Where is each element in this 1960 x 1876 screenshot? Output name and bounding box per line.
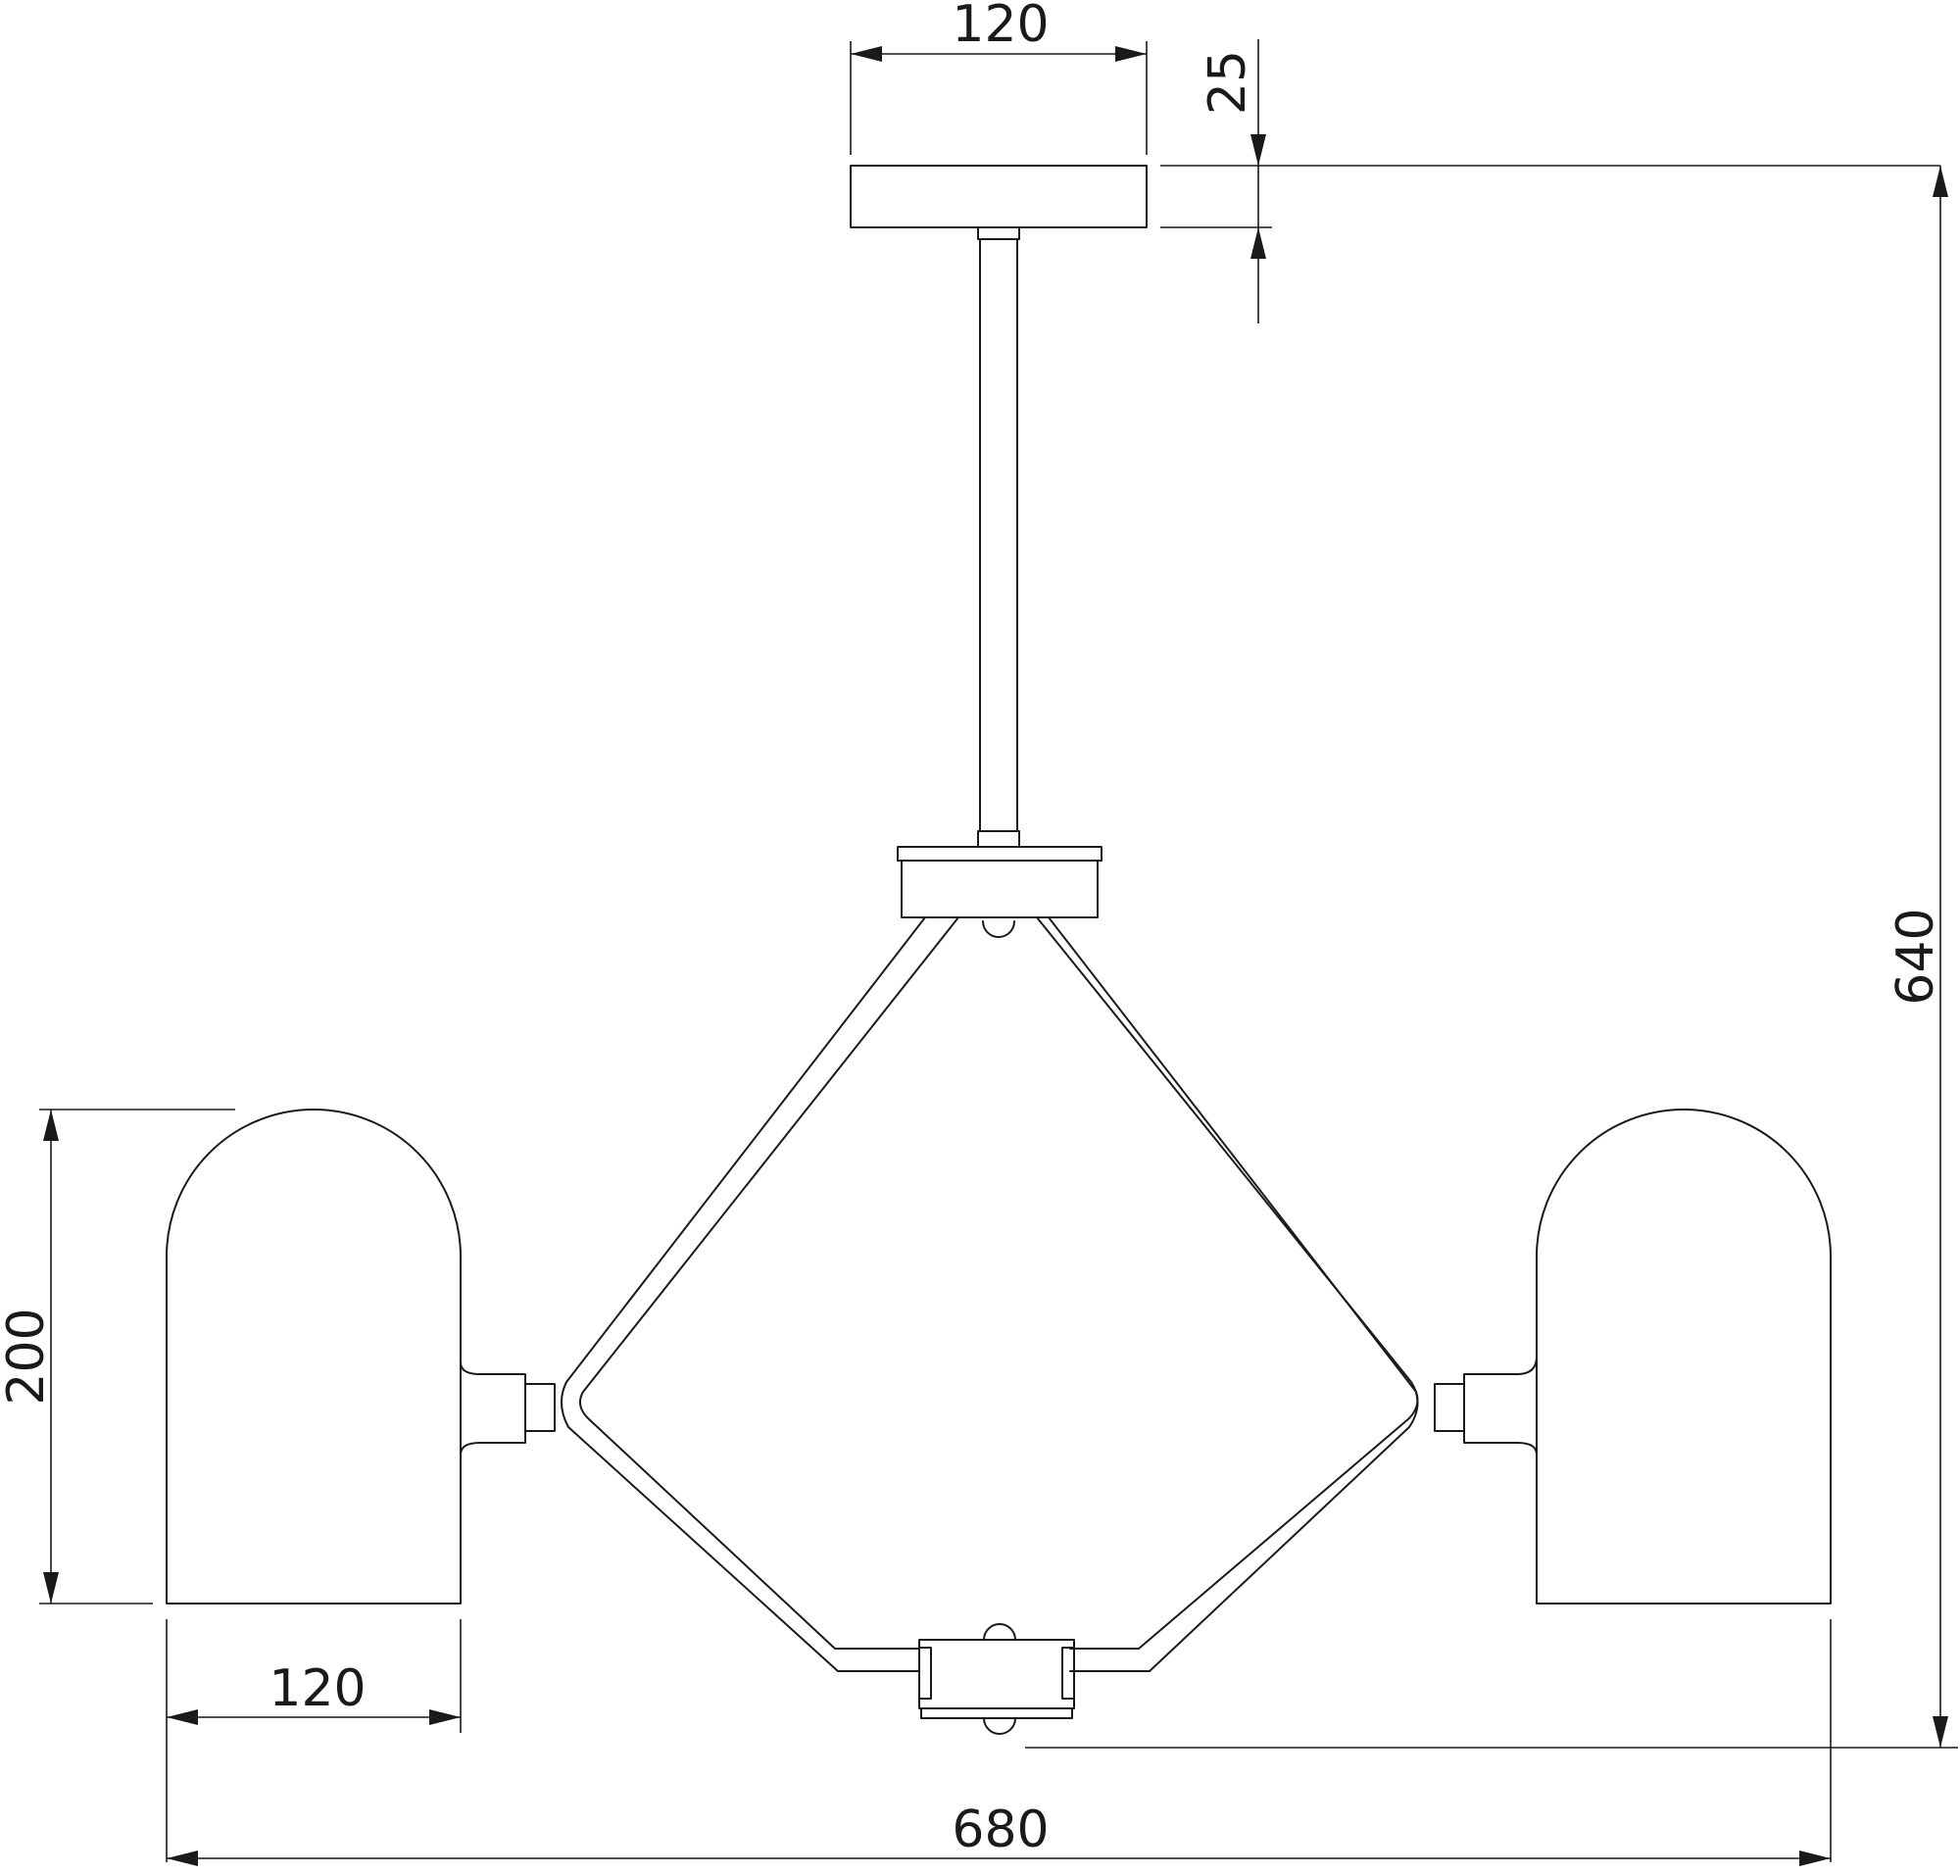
dimension-label-canopy-width: 120 xyxy=(952,0,1049,54)
dimension-label-total-height: 640 xyxy=(1886,908,1945,1005)
dimension-shade-height: 200 xyxy=(0,1109,235,1604)
suspension-rod xyxy=(977,238,1020,848)
bottom-hub xyxy=(918,1623,1075,1735)
dimension-shade-width: 120 xyxy=(166,1619,462,1862)
dimension-canopy-height: 25 xyxy=(1160,39,1940,323)
top-hub xyxy=(897,846,1102,938)
dimension-total-height: 640 xyxy=(1025,166,1958,1749)
dimension-label-shade-height: 200 xyxy=(0,1308,56,1405)
right-lamp-shade xyxy=(1434,1109,1832,1604)
dimension-label-canopy-height: 25 xyxy=(1199,50,1257,115)
frame-arms xyxy=(561,916,1419,1672)
dimension-canopy-width: 120 xyxy=(850,0,1148,155)
dimension-label-total-width: 680 xyxy=(952,1801,1049,1859)
ceiling-canopy xyxy=(850,165,1148,240)
left-lamp-shade xyxy=(166,1109,556,1604)
dimension-total-width: 680 xyxy=(167,1619,1832,1866)
dimension-label-shade-width: 120 xyxy=(269,1659,366,1718)
